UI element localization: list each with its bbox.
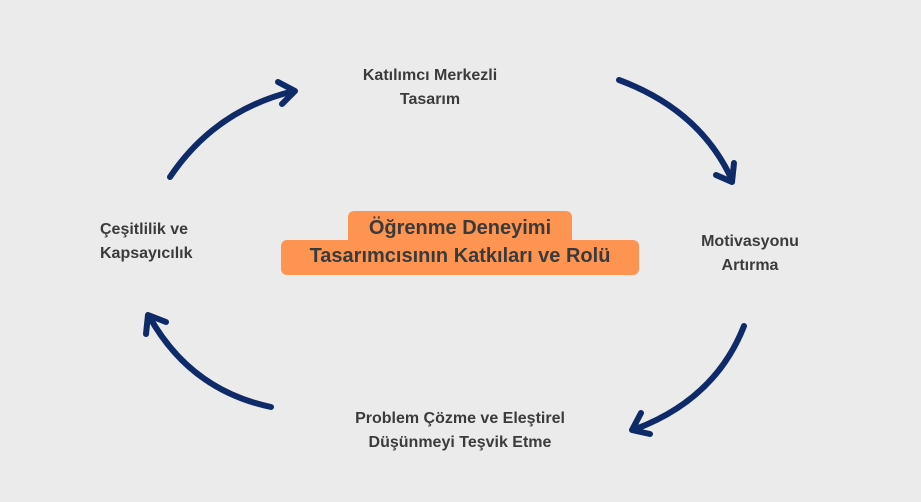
center-title-line1: Öğrenme Deneyimi <box>348 211 572 245</box>
center-title-line2: Tasarımcısının Katkıları ve Rolü <box>281 240 639 275</box>
node-line: Çeşitlilik ve <box>100 221 189 238</box>
node-participant-centered-design: Katılımcı Merkezli Tasarım <box>330 64 530 112</box>
arrow-top-left <box>167 79 298 180</box>
node-increasing-motivation: Motivasyonu Artırma <box>670 230 830 278</box>
node-line: Tasarım <box>399 91 461 108</box>
node-line: Katılımcı Merkezli <box>362 67 498 84</box>
arrow-bottom-right <box>629 323 747 437</box>
node-line: Motivasyonu <box>701 233 799 250</box>
node-diversity-inclusion: Çeşitlilik ve Kapsayıcılık <box>100 218 240 266</box>
node-line: Artırma <box>721 257 779 274</box>
arrow-top-right <box>616 77 737 185</box>
node-line: Düşünmeyi Teşvik Etme <box>368 434 552 451</box>
node-problem-solving: Problem Çözme ve Eleştirel Düşünmeyi Teş… <box>300 407 620 455</box>
arrow-bottom-left <box>143 312 274 410</box>
node-line: Kapsayıcılık <box>100 245 193 262</box>
node-line: Problem Çözme ve Eleştirel <box>355 410 565 427</box>
